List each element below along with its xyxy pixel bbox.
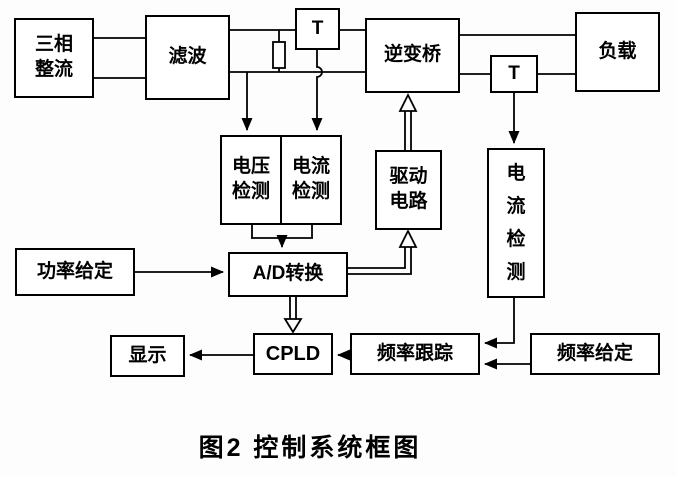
block-three-phase-rectifier: 三相 整流 xyxy=(14,18,94,98)
block-cpld: CPLD xyxy=(253,333,333,375)
block-current-detection-right: 电 流 检 测 xyxy=(487,148,545,298)
block-frequency-setting: 频率给定 xyxy=(530,333,660,375)
block-drive-circuit: 驱动 电路 xyxy=(375,150,442,230)
bus-arrow-ad-cpld xyxy=(283,297,303,334)
block-power-setting: 功率给定 xyxy=(15,248,135,296)
block-current-detection: 电流 检测 xyxy=(280,135,342,225)
sampling-resistor xyxy=(272,30,286,72)
wire-rectifier-filter xyxy=(94,37,145,79)
arrow-current-detect-right-freq-track xyxy=(484,298,515,349)
block-inverter-bridge: 逆变桥 xyxy=(365,18,460,93)
block-voltage-detection: 电压 检测 xyxy=(220,135,282,225)
bus-arrow-ad-drive xyxy=(348,228,418,275)
block-load: 负载 xyxy=(575,12,660,92)
block-transformer-t1: T xyxy=(295,8,340,50)
block-filter: 滤波 xyxy=(145,15,230,100)
wire-filter-inverter xyxy=(230,29,365,73)
wire-detect-ad xyxy=(251,225,313,248)
bus-arrow-drive-inverter xyxy=(398,92,418,150)
arrow-t1-current-detect xyxy=(311,50,323,131)
wire-inverter-load xyxy=(460,34,575,75)
block-display: 显示 xyxy=(110,335,185,377)
block-transformer-t2: T xyxy=(490,55,538,93)
block-ad-converter: A/D转换 xyxy=(228,252,348,297)
figure-caption: 图2 控制系统框图 xyxy=(198,434,422,462)
block-frequency-tracking: 频率跟踪 xyxy=(350,333,480,375)
